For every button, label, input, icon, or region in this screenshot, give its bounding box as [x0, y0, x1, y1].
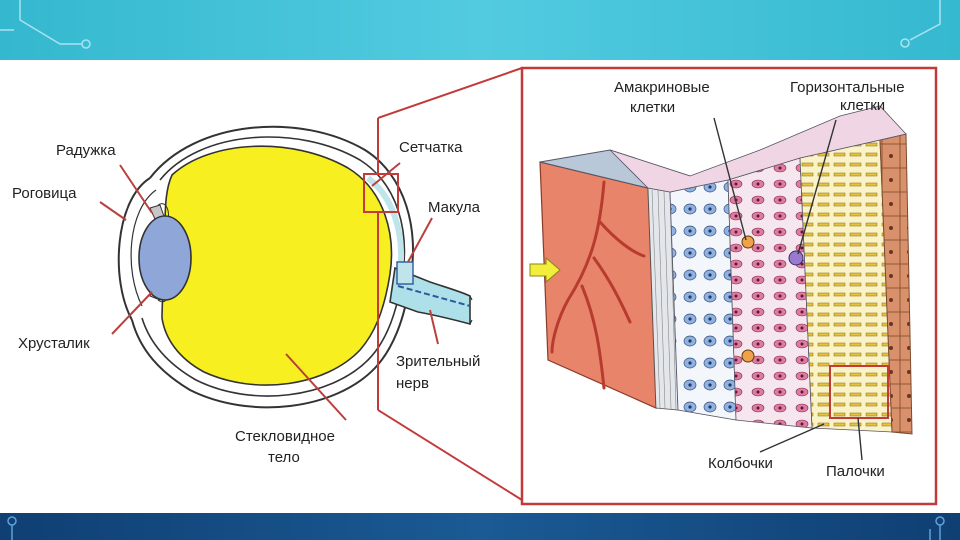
label-iris: Радужка [56, 142, 116, 159]
label-amacrine-line2: клетки [630, 99, 675, 116]
rods-highlight-box [829, 365, 889, 419]
label-amacrine-line1: Амакриновые [614, 79, 710, 96]
label-optic-nerve-line2: нерв [396, 375, 429, 392]
label-optic-nerve-line1: Зрительный [396, 353, 480, 370]
label-vitreous-line1: Стекловидное [235, 428, 335, 445]
label-macula: Макула [428, 199, 481, 216]
retina-cross-section [529, 105, 913, 435]
circuit-decoration-bottom [7, 516, 945, 540]
label-cornea: Роговица [12, 185, 77, 202]
label-lens: Хрусталик [18, 335, 90, 352]
label-cones: Колбочки [708, 455, 773, 472]
lens [138, 215, 192, 301]
vitreous-body [161, 145, 393, 386]
retina-zoom-box [363, 173, 399, 213]
bottom-decor-band [0, 513, 960, 540]
label-horizontal-line2: клетки [840, 97, 885, 114]
top-decor-band [0, 0, 960, 60]
eye-leader-lines [99, 162, 439, 421]
cornea [117, 177, 151, 321]
label-horizontal-line1: Горизонтальные [790, 79, 905, 96]
label-retina: Сетчатка [399, 139, 463, 156]
label-rods: Палочки [826, 463, 885, 480]
label-vitreous-line2: тело [268, 449, 300, 466]
retina-leader-lines [713, 117, 863, 461]
circuit-decoration-top [0, 0, 941, 49]
eyeball [117, 125, 473, 409]
